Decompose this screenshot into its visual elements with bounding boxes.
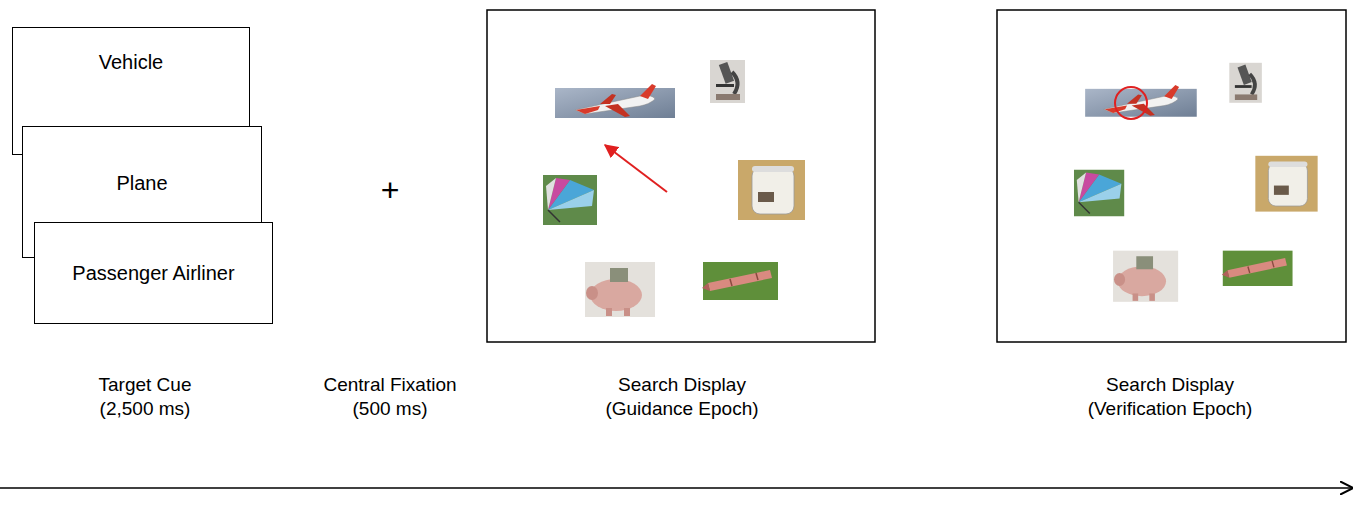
cue-word: Plane xyxy=(116,171,167,196)
fixation-cross: + xyxy=(370,170,410,210)
cue-card: Passenger Airliner xyxy=(34,222,273,324)
stage-caption: Search Display (Verification Epoch) xyxy=(1070,373,1270,421)
search-objects xyxy=(1074,63,1318,302)
cue-word: Vehicle xyxy=(99,50,164,75)
search-display-frame xyxy=(487,10,875,342)
search-display-frame xyxy=(997,10,1346,342)
time-arrow xyxy=(0,487,1352,489)
stage-caption: Target Cue (2,500 ms) xyxy=(80,373,210,421)
search-objects xyxy=(543,60,805,317)
stage-caption: Search Display (Guidance Epoch) xyxy=(597,373,767,421)
fixation-circle xyxy=(1115,87,1147,119)
cue-word: Passenger Airliner xyxy=(72,261,234,286)
stage-caption: Central Fixation (500 ms) xyxy=(310,373,470,421)
saccade-arrow xyxy=(605,145,667,192)
